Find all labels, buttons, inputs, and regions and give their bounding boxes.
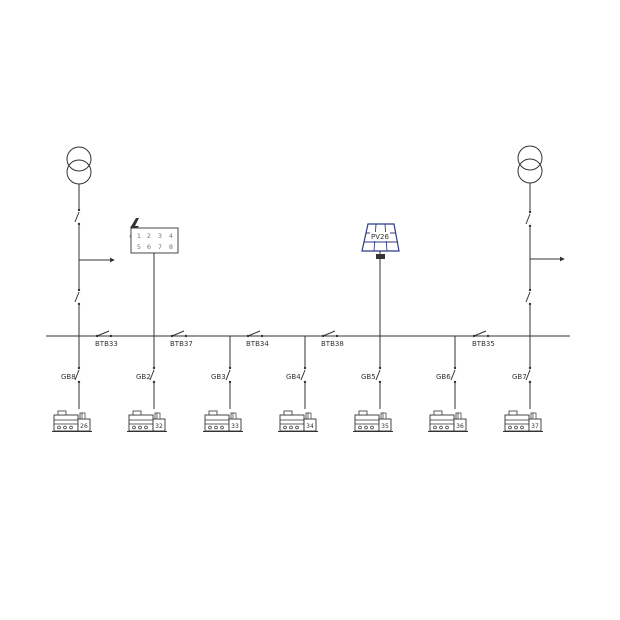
generator-number: 37 <box>531 423 539 430</box>
transformer-icon <box>66 146 92 172</box>
bus-tie-breaker-label: BTB37 <box>170 340 193 348</box>
breaker-right-upper[interactable] <box>525 210 532 228</box>
generator-breaker-label: GB7 <box>512 373 527 381</box>
meter-number-3: 3 <box>158 232 162 240</box>
transformer-right[interactable] <box>517 145 543 184</box>
transformer-icon <box>517 145 543 171</box>
generator-feeder-2[interactable]: GB2 32 <box>126 336 168 434</box>
breaker-right-lower[interactable] <box>525 288 532 306</box>
generator-feeder-5[interactable]: GB5 35 <box>352 336 394 434</box>
generator-feeder-4[interactable]: GB4 34 <box>277 336 319 434</box>
meter-number-2: 2 <box>147 232 151 240</box>
generator-breaker-label: GB5 <box>361 373 376 381</box>
bus-tie-breaker-label: BTB35 <box>472 340 495 348</box>
bus-tie-breaker-5[interactable]: BTB35 <box>472 330 495 348</box>
breaker-left-upper[interactable] <box>74 208 81 226</box>
meter-block[interactable]: 1 2 3 4 5 6 7 8 <box>129 218 179 254</box>
generator-breaker-label: GB3 <box>211 373 226 381</box>
generator-feeder-1[interactable]: GB8 26 <box>51 336 93 434</box>
bus-tie-breaker-1[interactable]: BTB33 <box>95 330 118 348</box>
bus-tie-breaker-2[interactable]: BTB37 <box>170 330 193 348</box>
meter-number-4: 4 <box>169 232 173 240</box>
meter-number-5: 5 <box>137 243 141 251</box>
generator-number: 33 <box>231 423 239 430</box>
generator-number: 32 <box>155 423 163 430</box>
generator-number: 35 <box>381 423 389 430</box>
meter-number-6: 6 <box>147 243 151 251</box>
bus-tie-breaker-label: BTB33 <box>95 340 118 348</box>
bus-tie-breaker-label: BTB34 <box>246 340 269 348</box>
bus-tie-breaker-4[interactable]: BTB38 <box>321 330 344 348</box>
generator-breaker-label: GB2 <box>136 373 151 381</box>
meter-number-1: 1 <box>137 232 141 240</box>
bus-tie-breaker-3[interactable]: BTB34 <box>246 330 269 348</box>
pv-label: PV26 <box>371 233 389 241</box>
meter-number-7: 7 <box>158 243 162 251</box>
generator-feeder-7[interactable]: GB7 37 <box>502 336 544 434</box>
generator-breaker-label: GB4 <box>286 373 301 381</box>
generator-number: 34 <box>306 423 314 430</box>
breaker-left-lower[interactable] <box>74 288 81 306</box>
generator-feeder-6[interactable]: GB6 36 <box>427 336 469 434</box>
meter-number-8: 8 <box>169 243 173 251</box>
generator-feeder-3[interactable]: GB3 33 <box>202 336 244 434</box>
generator-number: 26 <box>80 423 88 430</box>
generator-number: 36 <box>456 423 464 430</box>
generator-breaker-label: GB6 <box>436 373 451 381</box>
bus-tie-breaker-label: BTB38 <box>321 340 344 348</box>
generator-breaker-label: GB8 <box>61 373 76 381</box>
transformer-left[interactable] <box>66 146 92 185</box>
